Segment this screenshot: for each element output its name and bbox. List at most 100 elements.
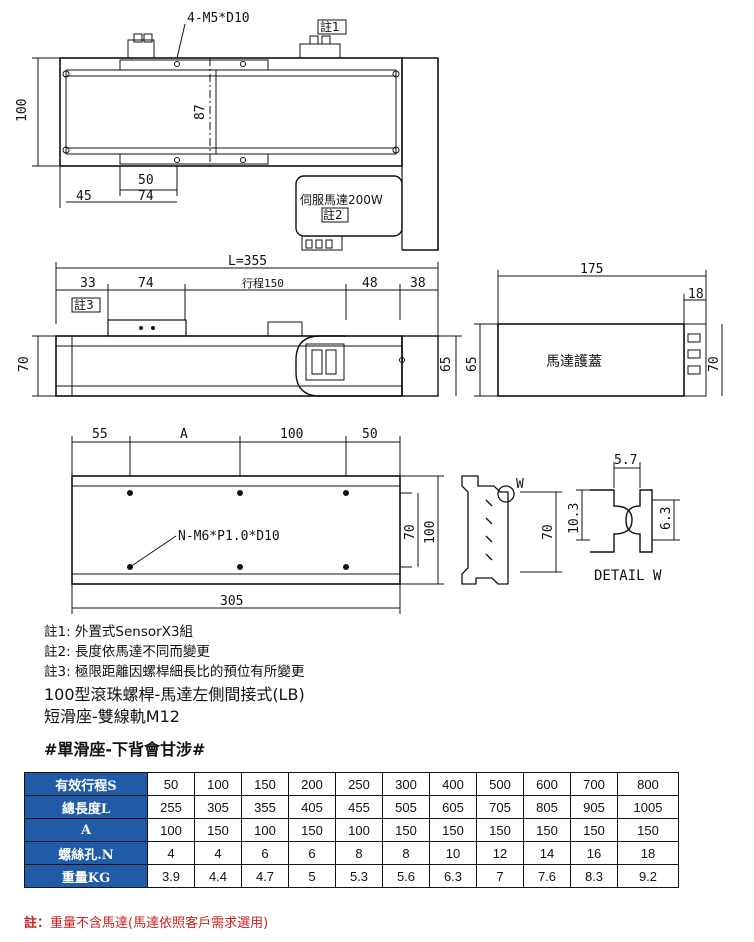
row-header: 總長度L [24, 795, 148, 819]
table-cell: 8.3 [570, 864, 618, 888]
end-dim-65: 65 [465, 356, 480, 372]
table-cell: 9.2 [617, 864, 679, 888]
bottom-plate [71, 475, 401, 585]
profile-view [461, 475, 562, 585]
top-mounting-holes: 4-M5*D10 [187, 11, 250, 26]
table-cell: 100 [335, 818, 383, 842]
table-cell: 500 [476, 772, 524, 796]
bottom-dim-100-v: 100 [423, 521, 438, 544]
side-dim-stroke: 行程150 [242, 277, 284, 290]
cover-label: 馬達護蓋 [546, 354, 602, 370]
motor-bracket [402, 57, 439, 251]
table-cell: 8 [335, 841, 383, 865]
table-cell: 18 [617, 841, 679, 865]
profile-w-tag: W [516, 477, 524, 492]
table-cell: 600 [523, 772, 571, 796]
table-cell: 250 [335, 772, 383, 796]
table-cell: 200 [288, 772, 336, 796]
detail-dim-6-3: 6.3 [659, 507, 674, 530]
table-cell: 4.4 [194, 864, 242, 888]
table-cell: 150 [617, 818, 679, 842]
bottom-dim-305: 305 [220, 594, 243, 609]
row-header: A [24, 818, 148, 842]
detail-dim-5-7: 5.7 [614, 453, 637, 468]
motor-label: 伺服馬達200W [300, 193, 383, 207]
table-cell: 150 [570, 818, 618, 842]
table-cell: 400 [429, 772, 477, 796]
bottom-dim-50: 50 [362, 427, 378, 442]
bottom-holes: N-M6*P1.0*D10 [178, 529, 280, 544]
note-1: 註1: 外置式SensorX3組 [44, 624, 194, 640]
footer-text: 重量不含馬達(馬達依照客戶需求選用) [50, 916, 269, 931]
table-cell: 7.6 [523, 864, 571, 888]
table-cell: 100 [194, 772, 242, 796]
row-header: 螺絲孔.N [24, 841, 148, 865]
detail-view [576, 462, 680, 553]
table-cell: 355 [241, 795, 289, 819]
side-dim-65: 65 [439, 356, 454, 372]
top-note2-tag: 註2 [323, 208, 343, 222]
product-title: 100型滾珠螺桿-馬達左側間接式(LB) [44, 685, 305, 704]
side-dim-length: L=355 [228, 254, 267, 269]
end-dim-175: 175 [580, 262, 603, 277]
table-cell: 3.9 [147, 864, 195, 888]
footer-prefix: 註： [24, 916, 51, 931]
table-cell: 150 [429, 818, 477, 842]
table-cell: 800 [617, 772, 679, 796]
table-cell: 100 [241, 818, 289, 842]
side-dim-70: 70 [17, 356, 32, 372]
table-cell: 150 [194, 818, 242, 842]
product-subtitle: 短滑座-雙線軌M12 [44, 707, 180, 726]
detail-dim-10-3: 10.3 [567, 503, 582, 534]
top-dim-inner: 87 [193, 104, 208, 120]
side-dim-33: 33 [80, 276, 96, 291]
top-dim-74: 74 [138, 189, 154, 204]
table-cell: 150 [523, 818, 571, 842]
table-cell: 305 [194, 795, 242, 819]
drawing-svg: 4-M5*D10 註1 100 87 50 74 45 伺服馬達200W 註2 [15, 11, 723, 614]
top-view [32, 23, 439, 251]
table-cell: 6 [288, 841, 336, 865]
table-cell: 300 [382, 772, 430, 796]
table-cell: 455 [335, 795, 383, 819]
table-cell: 4 [194, 841, 242, 865]
top-dim-height: 100 [15, 99, 30, 122]
top-dim-45: 45 [76, 189, 92, 204]
table-cell: 100 [147, 818, 195, 842]
side-view [32, 262, 462, 397]
table-cell: 255 [147, 795, 195, 819]
bottom-view [71, 436, 444, 614]
end-view [474, 270, 723, 397]
table-cell: 7 [476, 864, 524, 888]
bottom-dim-100: 100 [280, 427, 303, 442]
row-header: 有效行程S [24, 772, 148, 796]
table-cell: 12 [476, 841, 524, 865]
table-cell: 505 [382, 795, 430, 819]
side-profile [55, 335, 403, 397]
table-cell: 905 [570, 795, 618, 819]
table-cell: 705 [476, 795, 524, 819]
notes-block: 註1: 外置式SensorX3組 註2: 長度依馬達不同而變更 註3: 極限距離… [44, 622, 744, 728]
table-cell: 150 [241, 772, 289, 796]
table-cell: 6.3 [429, 864, 477, 888]
table-cell: 14 [523, 841, 571, 865]
table-cell: 5 [288, 864, 336, 888]
note-3: 註3: 極限距離因螺桿細長比的預位有所變更 [44, 664, 305, 680]
table-cell: 150 [476, 818, 524, 842]
top-view-body [59, 57, 403, 167]
note-2: 註2: 長度依馬達不同而變更 [44, 644, 210, 660]
bottom-dim-a: A [180, 427, 188, 442]
table-cell: 50 [147, 772, 195, 796]
table-cell: 700 [570, 772, 618, 796]
motor-body [295, 175, 403, 237]
side-dim-38: 38 [410, 276, 426, 291]
bottom-dim-70: 70 [403, 524, 418, 540]
row-header: 重量KG [24, 864, 148, 888]
side-dim-74: 74 [138, 276, 154, 291]
footer-note: 註：重量不含馬達(馬達依照客戶需求選用) [24, 912, 268, 931]
